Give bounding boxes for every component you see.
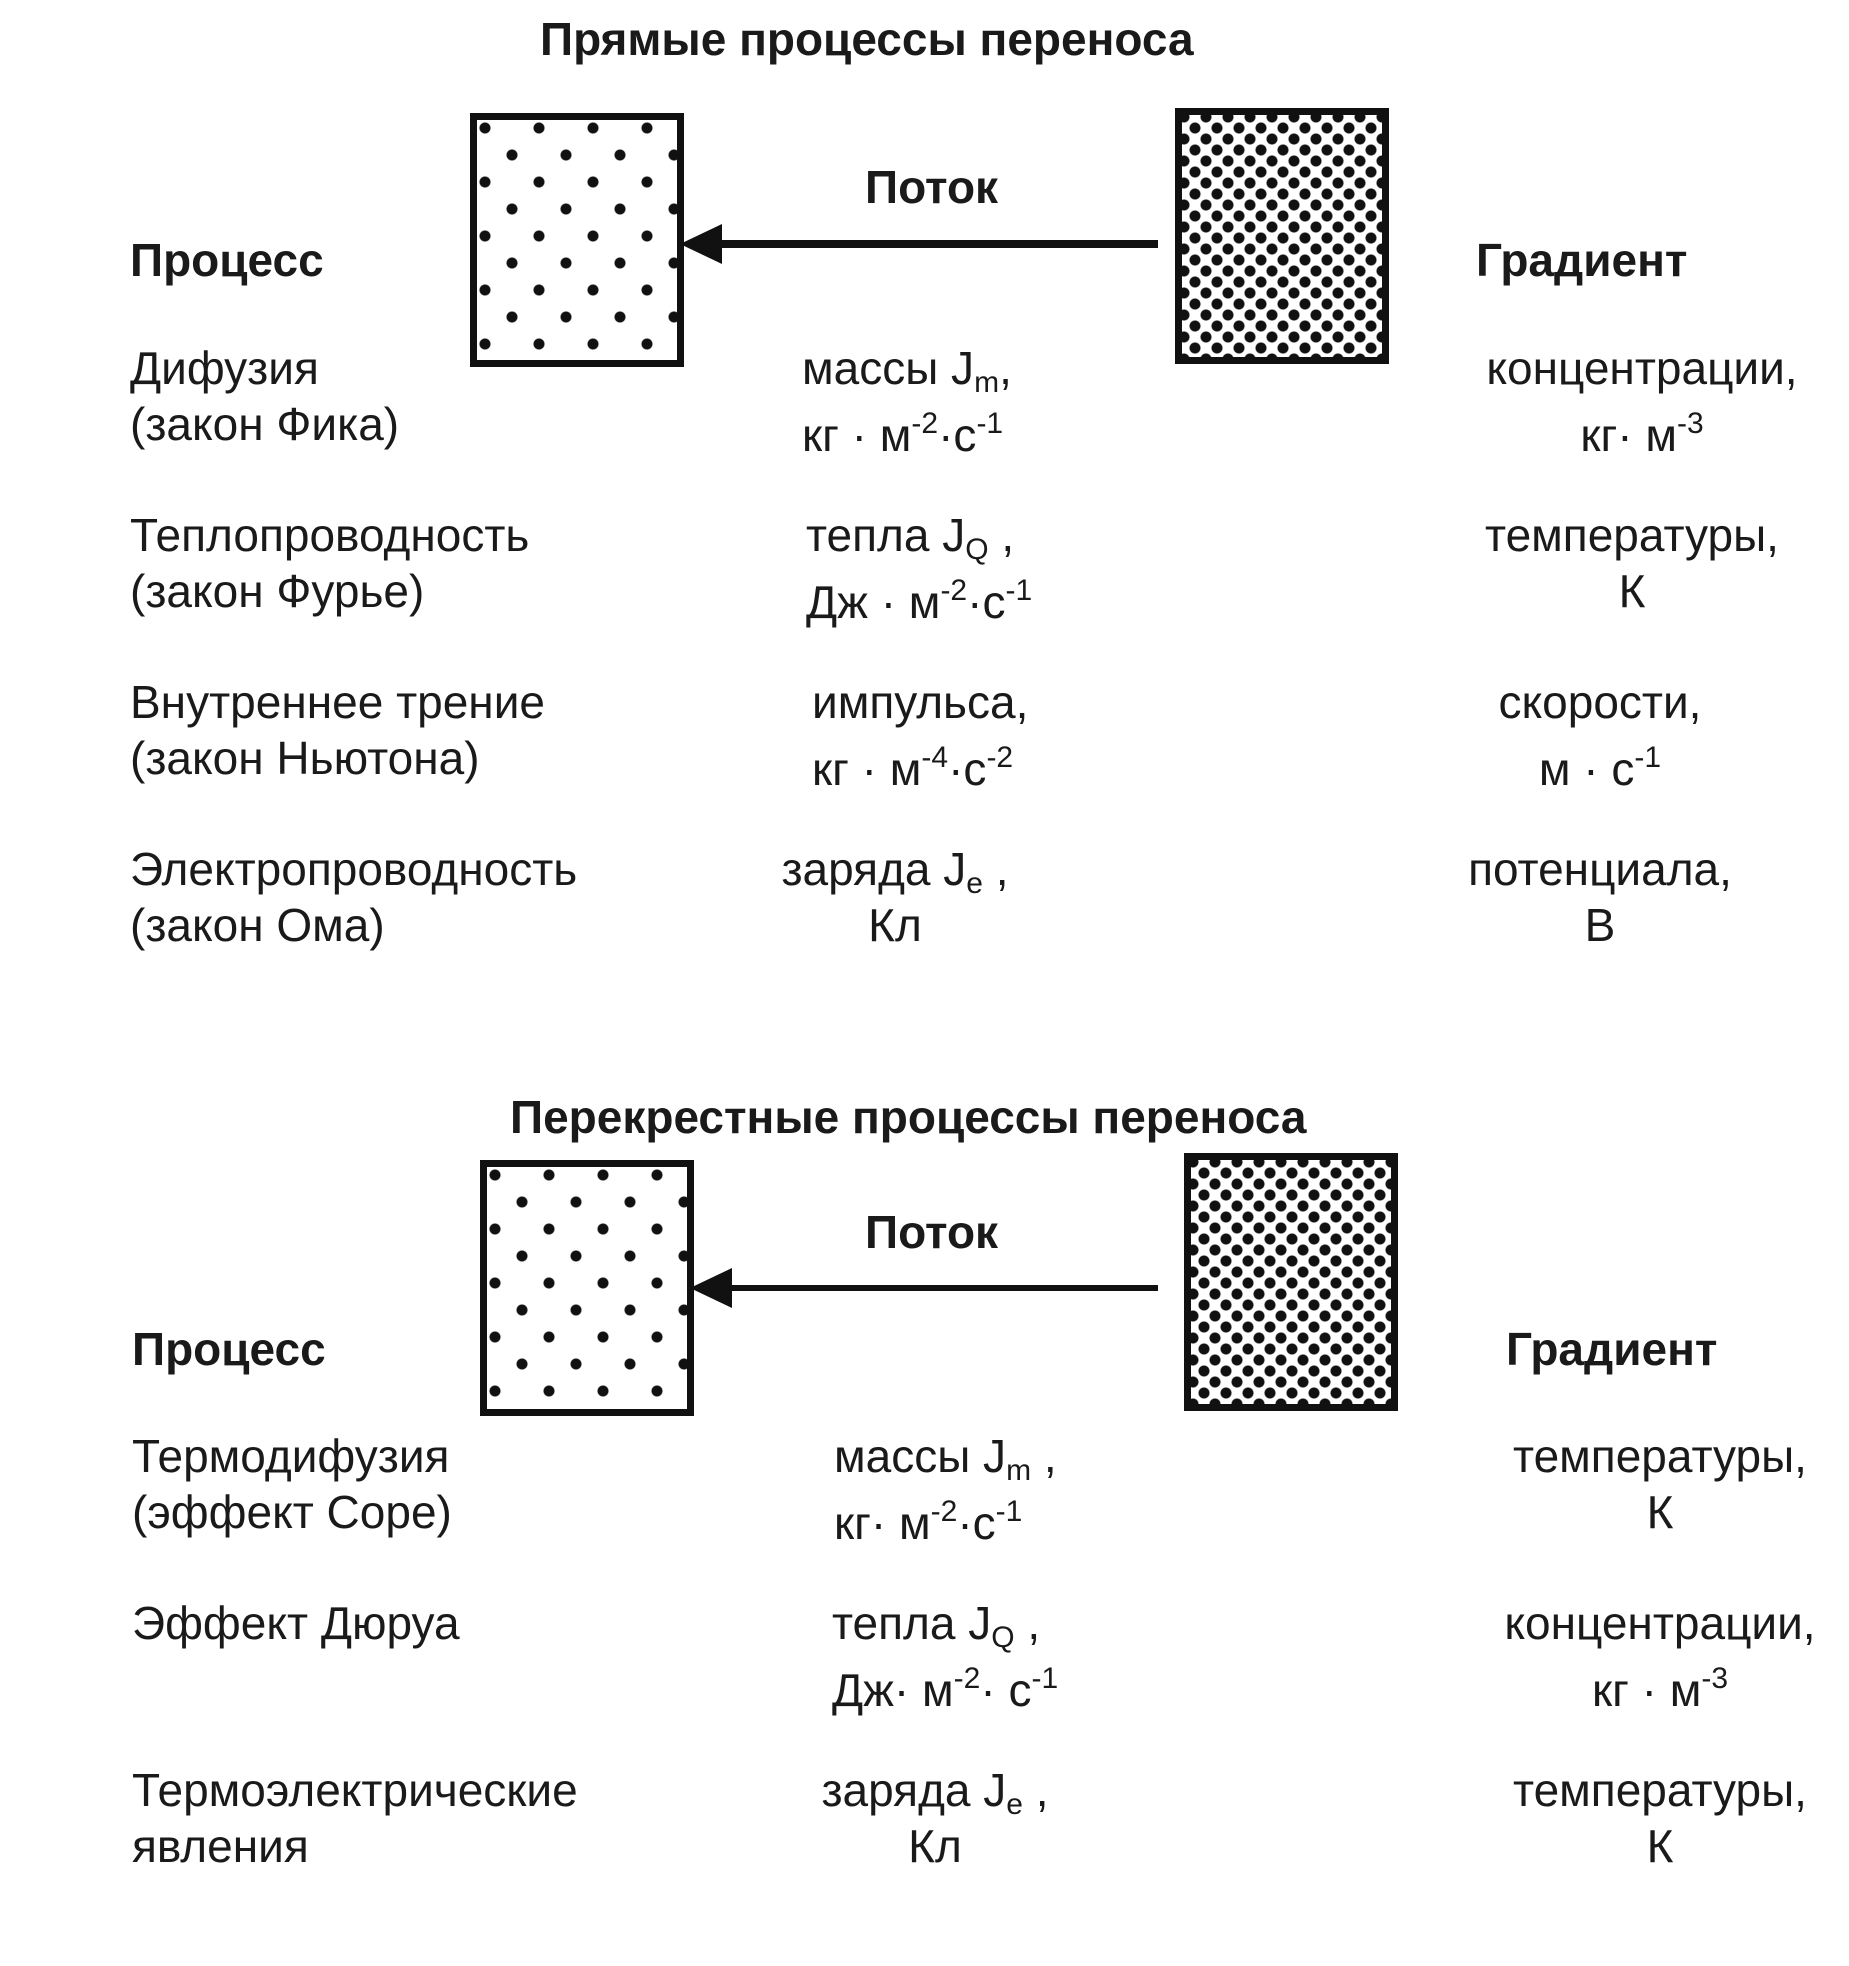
gradient-row-diffusion: концентрации, кг· м-3 xyxy=(1472,340,1812,461)
cross-section-title: Перекрестные процессы переноса xyxy=(510,1091,1307,1143)
flow-arrow-icon xyxy=(680,224,1158,264)
gradient-units: м · с-1 xyxy=(1538,741,1662,795)
process-law: (эффект Соре) xyxy=(132,1486,452,1538)
process-row-electrical-conduction: Электропроводность (закон Ома) xyxy=(130,841,577,953)
gradient-header: Градиент xyxy=(1476,234,1688,286)
flux-units: Дж· м-2· с-1 xyxy=(832,1662,1059,1716)
process-row-thermodiffusion: Термодифузия (эффект Соре) xyxy=(132,1428,452,1540)
gradient-quantity: скорости, xyxy=(1498,676,1702,728)
flux-units: Кл xyxy=(868,899,922,951)
gradient-row-heat-conduction: температуры, К xyxy=(1462,507,1802,619)
process-name: Эффект Дюруа xyxy=(132,1597,460,1649)
flux-units: кг · м-4·с-2 xyxy=(812,741,1014,795)
gradient-quantity: потенциала, xyxy=(1468,843,1732,895)
flux-units: Дж · м-2·с-1 xyxy=(806,574,1033,628)
process-name: Электропроводность xyxy=(130,843,578,895)
flux-quantity: заряда Je , xyxy=(821,1764,1049,1821)
gradient-row-electrical-conduction: потенциала, В xyxy=(1430,841,1770,953)
flux-quantity: массы Jm, xyxy=(802,342,1012,399)
flux-quantity: импульса, xyxy=(812,676,1029,728)
gradient-units: кг · м-3 xyxy=(1591,1662,1729,1716)
process-row-heat-conduction: Теплопроводность (закон Фурье) xyxy=(130,507,529,619)
gradient-units: К xyxy=(1646,1486,1674,1538)
process-name: Термоэлектрические xyxy=(132,1764,578,1816)
flux-row-thermodiffusion: массы Jm , кг· м-2·с-1 xyxy=(834,1428,1057,1549)
gradient-header: Градиент xyxy=(1506,1323,1718,1375)
flux-row-viscosity: импульса, кг · м-4·с-2 xyxy=(812,674,1029,795)
gradient-row-thermodiffusion: температуры, К xyxy=(1490,1428,1830,1540)
gradient-quantity: температуры, xyxy=(1485,509,1779,561)
high-concentration-box xyxy=(1175,108,1389,364)
flux-row-diffusion: массы Jm, кг · м-2·с-1 xyxy=(802,340,1012,461)
process-name: Термодифузия xyxy=(132,1430,450,1482)
process-name: Теплопроводность xyxy=(130,509,530,561)
gradient-units: К xyxy=(1646,1820,1674,1872)
gradient-units: К xyxy=(1618,565,1646,617)
flow-label: Поток xyxy=(865,1206,999,1258)
gradient-quantity: концентрации, xyxy=(1504,1597,1816,1649)
process-law: (закон Ома) xyxy=(130,899,385,951)
flux-units: кг · м-2·с-1 xyxy=(802,407,1004,461)
process-row-dufour-effect: Эффект Дюруа xyxy=(132,1595,460,1707)
flux-row-heat-conduction: тепла JQ , Дж · м-2·с-1 xyxy=(806,507,1033,628)
gradient-quantity: температуры, xyxy=(1513,1764,1807,1816)
flux-row-dufour-effect: тепла JQ , Дж· м-2· с-1 xyxy=(832,1595,1059,1716)
process-law: (закон Фика) xyxy=(130,398,400,450)
process-law: (закон Ньютона) xyxy=(130,732,480,784)
process-header: Процесс xyxy=(130,234,324,286)
process-law: (закон Фурье) xyxy=(130,565,425,617)
direct-section-title: Прямые процессы переноса xyxy=(540,13,1194,65)
flux-quantity: тепла JQ , xyxy=(832,1597,1041,1654)
process-header: Процесс xyxy=(132,1323,326,1375)
process-name: Внутреннее трение xyxy=(130,676,545,728)
flow-arrow-icon xyxy=(690,1268,1158,1308)
process-law: явления xyxy=(132,1820,309,1872)
flux-row-thermoelectric: заряда Je , Кл xyxy=(810,1762,1060,1874)
flux-units: Кл xyxy=(908,1820,962,1872)
high-concentration-box xyxy=(1184,1153,1398,1411)
process-row-thermoelectric: Термоэлектрические явления xyxy=(132,1762,578,1874)
gradient-row-dufour-effect: концентрации, кг · м-3 xyxy=(1490,1595,1830,1716)
gradient-row-viscosity: скорости, м · с-1 xyxy=(1430,674,1770,795)
process-row-diffusion: Дифузия (закон Фика) xyxy=(130,340,399,452)
low-concentration-box xyxy=(480,1160,694,1416)
flux-units: кг· м-2·с-1 xyxy=(834,1495,1023,1549)
flux-quantity: заряда Je , xyxy=(781,843,1009,900)
gradient-quantity: концентрации, xyxy=(1486,342,1798,394)
process-row-viscosity: Внутреннее трение (закон Ньютона) xyxy=(130,674,545,786)
flux-quantity: тепла JQ , xyxy=(806,509,1015,566)
flux-quantity: массы Jm , xyxy=(834,1430,1057,1487)
process-law xyxy=(132,1651,460,1707)
low-concentration-box xyxy=(470,113,684,367)
gradient-units: кг· м-3 xyxy=(1580,407,1704,461)
gradient-units: В xyxy=(1584,899,1616,951)
process-name: Дифузия xyxy=(130,342,319,394)
gradient-row-thermoelectric: температуры, К xyxy=(1490,1762,1830,1874)
gradient-quantity: температуры, xyxy=(1513,1430,1807,1482)
flow-label: Поток xyxy=(865,161,999,213)
flux-row-electrical-conduction: заряда Je , Кл xyxy=(770,841,1020,953)
